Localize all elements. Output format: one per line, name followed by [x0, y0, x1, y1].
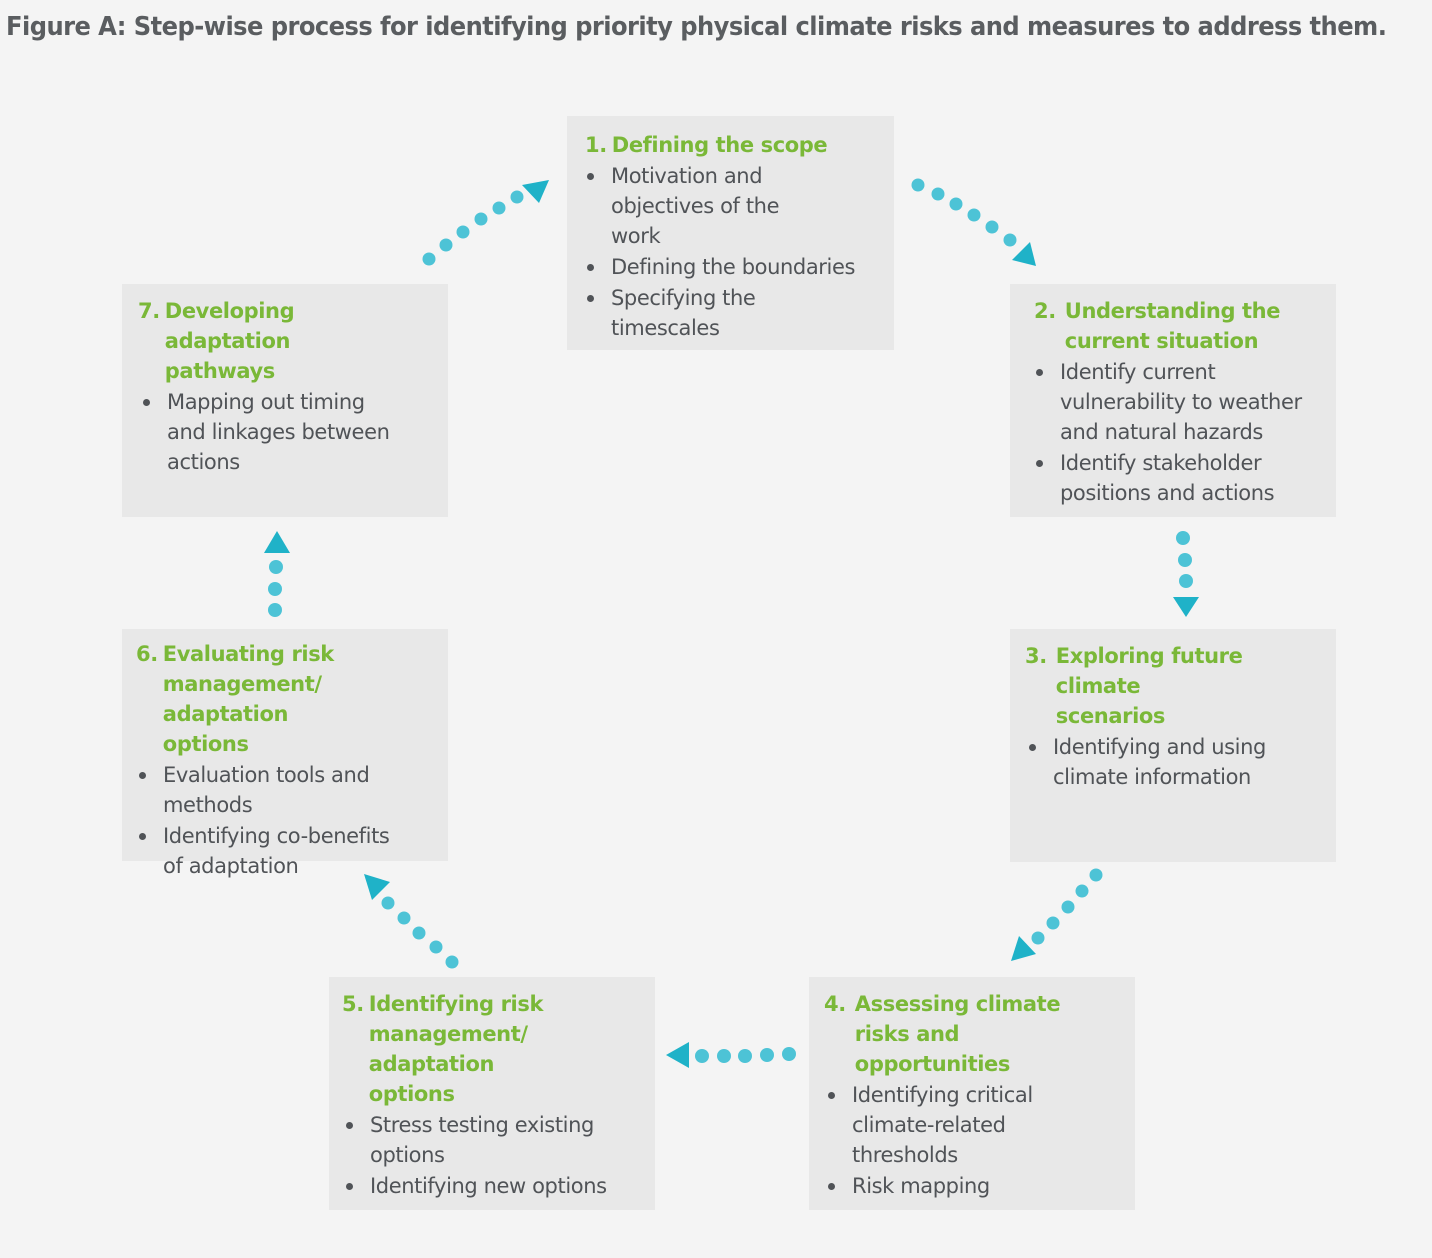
step-3-box: 3. Exploring future climate scenarios Id…	[1010, 629, 1336, 862]
step-7-bullet-1: Mapping out timing and linkages between …	[137, 387, 407, 477]
step-5-number: 5.	[342, 992, 364, 1016]
step-3-title: Exploring future climate scenarios	[1055, 644, 1243, 728]
arrow-5-to-6	[364, 874, 459, 969]
step-6-box: 6. Evaluating risk management/ adaptatio…	[122, 629, 448, 878]
step-5-box: 5. Identifying risk management/ adaptati…	[329, 977, 655, 1210]
step-3-bullets: Identifying and using climate informatio…	[1023, 732, 1326, 792]
step-4-bullets: Identifying critical climate-related thr…	[822, 1080, 1125, 1201]
step-4-heading: 4. Assessing climate risks and opportuni…	[824, 989, 1125, 1079]
step-6-bullets: Evaluation tools and methods Identifying…	[133, 760, 438, 881]
step-1-bullets: Motivation and objectives of the work De…	[581, 161, 884, 343]
step-2-bullet-2: Identify stakeholder positions and actio…	[1030, 448, 1290, 508]
step-4-bullet-1: Identifying critical climate-related thr…	[822, 1080, 1042, 1170]
step-1-box: 1. Defining the scope Motivation and obj…	[567, 116, 894, 350]
step-6-number: 6.	[136, 642, 158, 666]
step-2-heading: 2. Understanding the current situation	[1034, 296, 1326, 356]
step-2-box: 2. Understanding the current situation I…	[1010, 284, 1336, 517]
arrow-7-to-1	[422, 180, 549, 266]
arrow-6-to-7	[264, 531, 290, 617]
step-5-bullets: Stress testing existing options Identify…	[340, 1110, 645, 1201]
step-1-bullet-2: Defining the boundaries	[581, 252, 884, 282]
arrow-1-to-2	[911, 178, 1036, 266]
step-4-title: Assessing climate risks and opportunitie…	[854, 992, 1061, 1076]
step-3-heading: 3. Exploring future climate scenarios	[1025, 641, 1326, 731]
step-7-bullets: Mapping out timing and linkages between …	[137, 387, 438, 477]
step-6-title: Evaluating risk management/ adaptation o…	[162, 642, 334, 756]
step-5-bullet-2: Identifying new options	[340, 1171, 645, 1201]
step-6-heading: 6. Evaluating risk management/ adaptatio…	[136, 639, 438, 759]
step-1-number: 1.	[585, 133, 607, 157]
step-2-number: 2.	[1034, 299, 1056, 323]
step-5-title: Identifying risk management/ adaptation …	[368, 992, 544, 1106]
step-2-bullet-1: Identify current vulnerability to weathe…	[1030, 357, 1326, 447]
step-5-bullet-1: Stress testing existing options	[340, 1110, 610, 1170]
step-1-title: Defining the scope	[611, 133, 828, 157]
step-3-bullet-1: Identifying and using climate informatio…	[1023, 732, 1283, 792]
step-7-heading: 7. Developing adaptation pathways	[138, 296, 438, 386]
step-6-bullet-1: Evaluation tools and methods	[133, 760, 393, 820]
step-4-number: 4.	[824, 992, 846, 1016]
step-7-box: 7. Developing adaptation pathways Mappin…	[122, 284, 448, 517]
step-1-heading: 1. Defining the scope	[585, 130, 884, 160]
step-2-title: Understanding the current situation	[1064, 299, 1281, 353]
step-2-bullets: Identify current vulnerability to weathe…	[1030, 357, 1326, 508]
figure-title: Figure A: Step-wise process for identify…	[6, 12, 1387, 42]
step-7-number: 7.	[138, 299, 160, 323]
step-6-bullet-2: Identifying co-benefits of adaptation	[133, 821, 413, 881]
step-1-bullet-3: Specifying the timescales	[581, 283, 781, 343]
step-4-box: 4. Assessing climate risks and opportuni…	[809, 977, 1135, 1210]
step-3-number: 3.	[1025, 644, 1047, 668]
step-1-bullet-1: Motivation and objectives of the work	[581, 161, 801, 251]
step-7-title: Developing adaptation pathways	[164, 299, 295, 383]
step-5-heading: 5. Identifying risk management/ adaptati…	[342, 989, 645, 1109]
arrow-2-to-3	[1173, 531, 1199, 617]
arrow-4-to-5	[666, 1042, 796, 1068]
step-4-bullet-2: Risk mapping	[822, 1171, 1125, 1201]
arrow-3-to-4	[1011, 868, 1103, 961]
